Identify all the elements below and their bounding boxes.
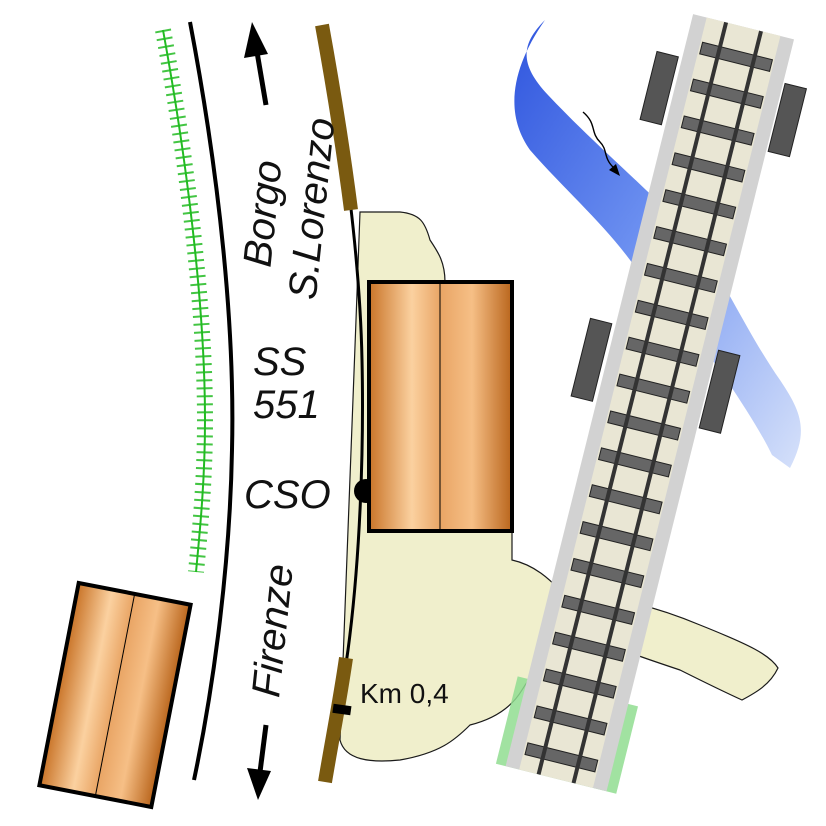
railway [495, 14, 808, 794]
railway-rail-left [536, 21, 729, 775]
railway-rail-right [571, 30, 763, 784]
road-label-line1: SS [253, 340, 307, 384]
road-label-line2: 551 [253, 383, 320, 427]
point-code-label: CSO [244, 473, 331, 517]
kilometer-marker-tick [332, 703, 352, 716]
road-edge-left [188, 21, 235, 781]
kilometer-marker-label: Km 0,4 [360, 678, 449, 709]
north-arrow-icon [244, 22, 269, 106]
main-building [367, 280, 514, 533]
vegetation-strip [155, 28, 214, 573]
small-building [37, 580, 193, 810]
river-flow-arrow-icon [582, 111, 615, 169]
guardrail-south [318, 657, 353, 784]
south-direction-label: Firenze [244, 562, 302, 699]
south-arrow-icon [247, 724, 271, 800]
river-flow-arrowhead-icon [609, 164, 620, 176]
north-direction-label-line2: S.Lorenzo [281, 116, 344, 302]
guardrail-north [315, 23, 358, 211]
north-direction-label-line1: Borgo [236, 158, 291, 269]
